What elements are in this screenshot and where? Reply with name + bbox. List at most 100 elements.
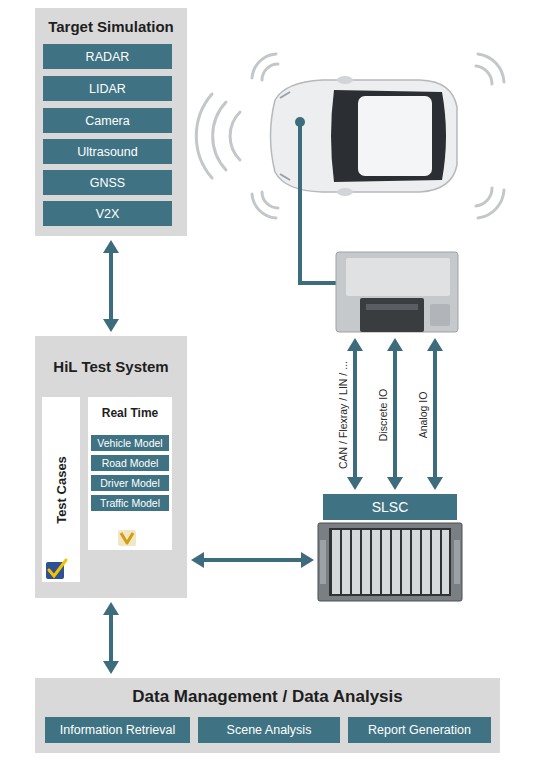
arrow-shaft [433,349,437,479]
box-label: SLSC [372,499,409,515]
arrow-head [103,602,119,615]
process-box: Camera [43,108,172,133]
box-label: Information Retrieval [60,723,175,737]
process-box: LIDAR [43,76,172,101]
process-box: Vehicle Model [91,435,169,451]
car-glass [331,90,446,182]
cable [300,124,338,283]
connector-line [109,251,113,321]
process-box: V2X [43,201,172,226]
panel: Target SimulationRADAR LIDAR CameraUltraso… [35,8,187,236]
process-box: Information Retrieval [45,717,190,743]
slsc-banner: SLSC [323,494,457,520]
wave-arc [262,64,278,80]
chassis-frame [318,523,462,601]
connector-line [109,613,113,663]
arrow-head [347,477,363,490]
bus-arrows [347,338,443,490]
connector-line [202,558,303,562]
wave-arc [252,54,276,78]
icon-box [46,562,64,579]
box-label: Report Generation [368,723,471,737]
ecu-connector [360,298,424,332]
process-box: GNSS [43,170,172,195]
panel-title: HiL Test System [35,358,187,376]
process-box: Test Cases [42,397,80,582]
ecu-lid [346,258,450,296]
process-box: Driver Model [91,475,169,491]
process-box: Traffic Model [91,495,169,511]
chassis-handle [454,540,460,584]
chassis-handle [320,540,326,584]
process-box: Report Generation [348,717,491,743]
connector [103,240,119,332]
process-box: Real TimeVehicle ModelRoad ModelDriver M… [88,397,172,550]
process-box: Ultrasound [43,139,172,164]
box-label: RADAR [86,50,130,64]
arrow-head [301,552,314,568]
wave-arc [478,190,504,218]
arrow-head [347,338,363,351]
car-mirror [337,76,353,84]
chassis-illustration [318,523,462,601]
wave-arc [476,66,492,84]
arrow-head [103,240,119,253]
process-box: Road Model [91,455,169,471]
wave-arc [213,102,226,170]
sensor-waves [196,54,504,218]
car-mirror [337,188,353,196]
wave-arc [230,112,240,160]
signal-label: CAN / Flexray / LIN / ... [337,361,349,469]
icon-v [121,533,133,543]
arrow-head [103,319,119,332]
box-label: Driver Model [100,477,160,489]
chassis-bay [329,528,451,596]
arrow-head [387,338,403,351]
icon-box [118,530,136,546]
wave-arc [252,194,276,218]
wave-arc [476,188,492,206]
arrow-head [387,477,403,490]
box-label: Vehicle Model [97,437,162,449]
ecu-connector-pins [366,304,418,310]
arrow-head [191,552,204,568]
box-label: GNSS [90,176,125,190]
panel: Data Management / Data AnalysisInformati… [35,678,500,753]
arrow-head [427,477,443,490]
vi-icon [118,530,136,546]
wave-arc [196,94,212,178]
wave-arc [262,192,278,208]
process-box: RADAR [43,44,172,69]
connector [191,552,314,568]
arrow-head [427,338,443,351]
rotated-title: Test Cases [54,456,69,524]
checklist-icon [46,560,66,579]
arrow-shaft [353,349,357,479]
box-label: LIDAR [89,82,126,96]
panel-title: Real Time [88,406,172,420]
process-box: Scene Analysis [198,717,340,743]
panel-title: Data Management / Data Analysis [35,687,500,707]
ecu-illustration [336,252,458,332]
ecu-cable [295,117,338,283]
panel: HiL Test SystemTest Cases Real TimeVehicl… [35,336,187,598]
box-label: V2X [96,207,120,221]
slsc-unit: SLSC [318,494,462,602]
box-label: Camera [85,114,129,128]
chassis-modules [332,530,449,594]
car-headlight [280,92,290,98]
panel-title: Target Simulation [35,18,187,36]
icon-check [49,560,66,576]
car-headlight [280,174,290,180]
box-label: Ultrasound [77,145,137,159]
signal-label: Analog IO [417,392,429,439]
car-roof [358,96,432,176]
cable-dot [295,117,305,127]
ecu-housing [336,252,458,332]
box-label: Road Model [102,457,159,469]
box-label: Traffic Model [100,497,160,509]
ecu-flange [430,304,450,326]
wave-arc [478,54,504,82]
arrow-shaft [393,349,397,479]
